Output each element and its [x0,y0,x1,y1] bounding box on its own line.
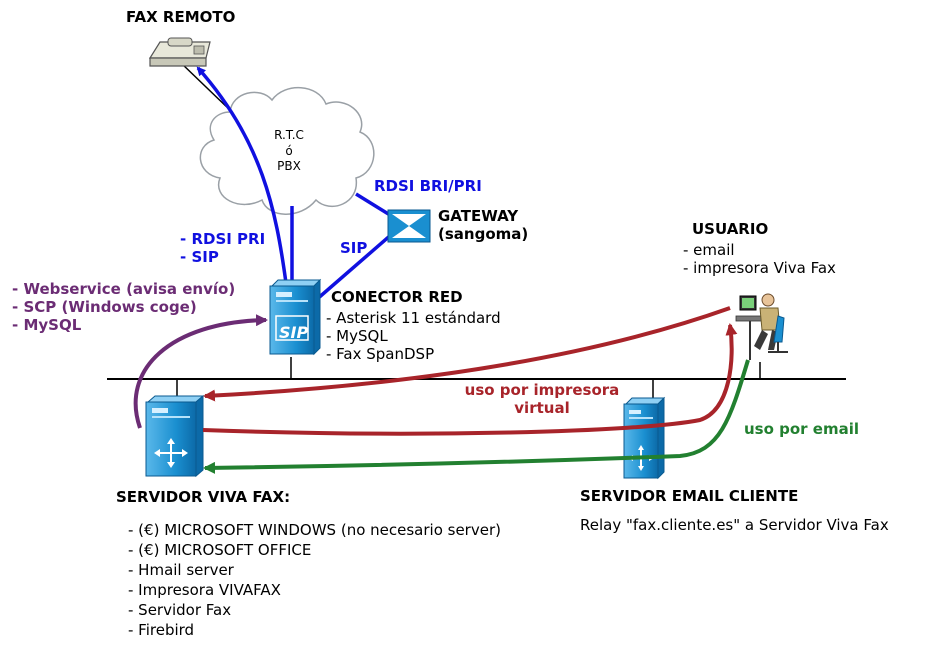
user-workstation-icon [735,293,788,360]
uso-impresora-label: uso por impresora virtual [452,381,632,417]
usuario-items: - email - impresora Viva Fax [683,241,836,277]
usuario-title: USUARIO [692,220,769,238]
usuario-item: - email [683,241,735,259]
uso-impresora-line: virtual [514,399,570,417]
fax-icon [148,37,211,67]
vivafax-item: - Servidor Fax [128,601,232,619]
vivafax-item: - Hmail server [128,561,234,579]
vivafax-server-icon [145,394,205,478]
email-server-title: SERVIDOR EMAIL CLIENTE [580,487,799,505]
printer-arrow-to-server [203,306,731,402]
cloud-line: ó [285,143,293,158]
fax-phone-line [179,61,233,113]
blue-links [196,66,394,302]
sip-icon-text: SIP [279,323,309,342]
email-arrow [203,359,750,474]
gateway-icon [387,209,431,243]
webservice-label: - SCP (Windows coge) [12,298,197,316]
conector-item: - Asterisk 11 estándard [326,309,501,327]
rdsi-bri-label: RDSI BRI/PRI [374,177,482,195]
conector-item: - Fax SpanDSP [326,345,435,363]
webservice-label: - MySQL [12,316,82,334]
trunk-label: - SIP [180,248,219,266]
rtc-pbx-cloud [199,86,375,215]
webservice-labels: - Webservice (avisa envío) - SCP (Window… [12,280,235,334]
trunk-labels: - RDSI PRI - SIP [180,230,265,266]
vivafax-item: - Impresora VIVAFAX [128,581,281,599]
conector-item: - MySQL [326,327,388,345]
uso-impresora-line: uso por impresora [464,381,620,399]
cloud-line: PBX [277,159,301,174]
email-server-relay: Relay "fax.cliente.es" a Servidor Viva F… [580,516,889,534]
usuario-item: - impresora Viva Fax [683,259,836,277]
gateway-label: GATEWAY (sangoma) [438,207,528,243]
cloud-label: R.T.C ó PBX [259,128,319,175]
fax-remoto-label: FAX REMOTO [126,8,236,26]
vivafax-item: - (€) MICROSOFT WINDOWS (no necesario se… [128,521,501,539]
webservice-label: - Webservice (avisa envío) [12,280,236,298]
vivafax-title: SERVIDOR VIVA FAX: [116,488,291,506]
vivafax-item: - (€) MICROSOFT OFFICE [128,541,312,559]
cloud-line: R.T.C [274,128,304,142]
trunk-label: - RDSI PRI [180,230,266,248]
sip-label: SIP [340,239,368,257]
conector-title: CONECTOR RED [331,288,463,306]
vivafax-items: - (€) MICROSOFT WINDOWS (no necesario se… [128,520,501,640]
gateway-title: GATEWAY [438,207,519,225]
sip-server-icon [269,278,322,356]
conector-items: - Asterisk 11 estándard - MySQL - Fax Sp… [326,309,501,363]
webservice-arrow [133,314,268,429]
lan-backbone [107,357,846,398]
vivafax-item: - Firebird [128,621,195,639]
uso-email-label: uso por email [744,420,860,438]
printer-arrow-to-user [202,323,738,436]
gateway-subtitle: (sangoma) [438,225,529,243]
